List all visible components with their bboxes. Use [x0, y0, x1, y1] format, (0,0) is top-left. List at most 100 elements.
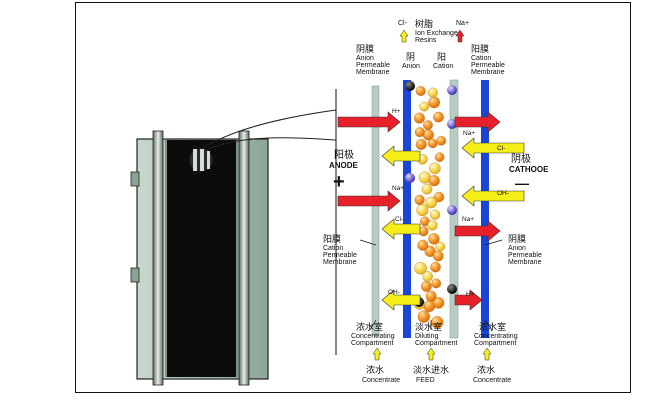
oh-arrow-left: [381, 289, 421, 311]
left-concentrating-en1: Concentrating: [351, 333, 395, 340]
ion-oh-minus-2: OH-: [388, 289, 400, 296]
resin-bead: [417, 310, 430, 323]
bottom-left-membrane-zh: 阳膜: [323, 234, 341, 245]
resin-label-en1: Ion Exchange: [415, 30, 458, 37]
resin-bead: [419, 101, 430, 112]
resin-bead: [427, 87, 438, 98]
cl-arrow-left-right-side: [461, 137, 525, 159]
resin-bead: [414, 127, 425, 138]
feed-in-en: FEED: [416, 377, 435, 384]
resin-bead: [422, 271, 433, 282]
resin-label-en2: Resins: [415, 37, 437, 44]
top-output-arrows: [399, 29, 465, 43]
ion-exchange-resin-beads: [413, 86, 447, 329]
left-concentrate-out-en: Concentrate: [362, 377, 400, 384]
ion-cl-minus-2: Cl-: [395, 216, 403, 223]
left-concentrating-en2: Compartment: [351, 340, 393, 347]
right-concentrating-en1: Concentrating: [474, 333, 518, 340]
anion-label-zh: 阴: [406, 52, 415, 63]
bottom-right-membrane-zh: 阴膜: [508, 234, 526, 245]
cl-output-label: Cl-: [398, 20, 408, 27]
top-right-membrane-en2: Permeable: [471, 62, 505, 69]
right-concentrate-out-zh: 浓水: [477, 364, 495, 376]
ion-h-plus-2: H+: [466, 291, 475, 298]
resin-bead: [414, 194, 425, 205]
h-plus-arrow-right: [337, 111, 401, 133]
diluting-en1: Diluting: [415, 333, 438, 340]
resin-bead: [417, 239, 429, 251]
diluting-zh: 淡水室: [415, 321, 442, 333]
cl-arrow-left-upper: [381, 145, 421, 167]
bottom-right-membrane-en1: Anion: [508, 245, 526, 252]
resin-bead: [421, 183, 433, 195]
resin-bead: [430, 261, 441, 273]
bottom-right-membrane-en3: Membrane: [508, 259, 542, 266]
leader-lines: [359, 239, 503, 331]
resin-label-zh: 树脂: [415, 18, 433, 30]
resin-bead: [436, 135, 447, 146]
left-anion-membrane: [371, 85, 380, 337]
left-concentrate-out-zh: 浓水: [366, 364, 384, 376]
na-plus-arrow-right-lower: [454, 220, 501, 242]
cation-label-zh: 阳: [437, 52, 446, 63]
top-left-membrane-en1: Anion: [356, 55, 374, 62]
resin-bead: [435, 241, 446, 252]
cathode-label-zh: 阴极: [511, 152, 531, 165]
na-plus-arrow-right: [337, 190, 401, 212]
resin-bead: [415, 138, 427, 150]
resin-bead: [427, 220, 438, 231]
anode-plus-sign: +: [333, 171, 345, 193]
resin-bead: [413, 112, 425, 124]
resin-bead: [425, 290, 437, 302]
ion-na-plus-2: Na+: [463, 130, 475, 137]
bottom-right-membrane-en2: Permeable: [508, 252, 542, 259]
top-right-membrane-en3: Membrane: [471, 69, 505, 76]
resin-bead: [434, 152, 445, 162]
right-concentrate-out-en: Concentrate: [473, 377, 511, 384]
resin-bead: [433, 111, 444, 123]
top-left-membrane-en3: Membrane: [356, 69, 390, 76]
resin-bead: [423, 120, 433, 130]
resin-bead: [428, 233, 440, 245]
right-concentrating-zh: 浓水室: [479, 321, 506, 333]
resin-bead: [414, 261, 427, 275]
left-blue-membrane: [403, 80, 411, 338]
ion-na-plus-3: Na+: [462, 216, 474, 223]
anion-label-en: Anion: [402, 63, 420, 70]
anode-label-zh: 阳极: [334, 148, 354, 161]
resin-bead: [432, 297, 445, 309]
top-left-membrane-en2: Permeable: [356, 62, 390, 69]
ion-cl-minus-1: Cl-: [497, 145, 505, 152]
cathode-label-en: CATHOOE: [509, 165, 549, 174]
resin-bead: [424, 245, 436, 257]
resin-bead: [433, 191, 445, 203]
bottom-left-membrane-en3: Membrane: [323, 259, 357, 266]
resin-bead: [427, 138, 438, 149]
ion-h-plus-1: H+: [392, 108, 401, 115]
cation-label-en: Cation: [433, 63, 453, 70]
ion-oh-minus-1: OH-: [497, 190, 509, 197]
top-left-membrane-zh: 阴膜: [356, 44, 374, 55]
resin-bead: [428, 175, 440, 187]
anode-label-en: ANODE: [329, 161, 359, 170]
na-output-label: Na+: [456, 20, 469, 27]
ion-na-plus-1: Na+: [392, 185, 404, 192]
top-right-membrane-en1: Cation: [471, 55, 491, 62]
h-plus-arrow-right-bottom: [454, 289, 483, 311]
cl-arrow-left-lower: [381, 218, 421, 240]
na-plus-arrow-right-upper: [454, 111, 501, 133]
bottom-left-membrane-en2: Permeable: [323, 252, 357, 259]
ion-migration-arrows: [337, 111, 525, 311]
resin-bead: [421, 281, 432, 292]
bottom-input-arrows: [372, 347, 492, 361]
resin-bead: [416, 204, 429, 217]
left-concentrating-zh: 浓水室: [356, 321, 383, 333]
diluting-en2: Compartment: [415, 340, 457, 347]
resin-bead: [428, 96, 440, 109]
resin-bead: [429, 162, 441, 175]
resin-bead: [415, 86, 426, 96]
oh-arrow-left-right-side: [461, 185, 525, 207]
cathode-minus-sign: —: [515, 175, 529, 191]
resin-bead: [431, 278, 442, 289]
